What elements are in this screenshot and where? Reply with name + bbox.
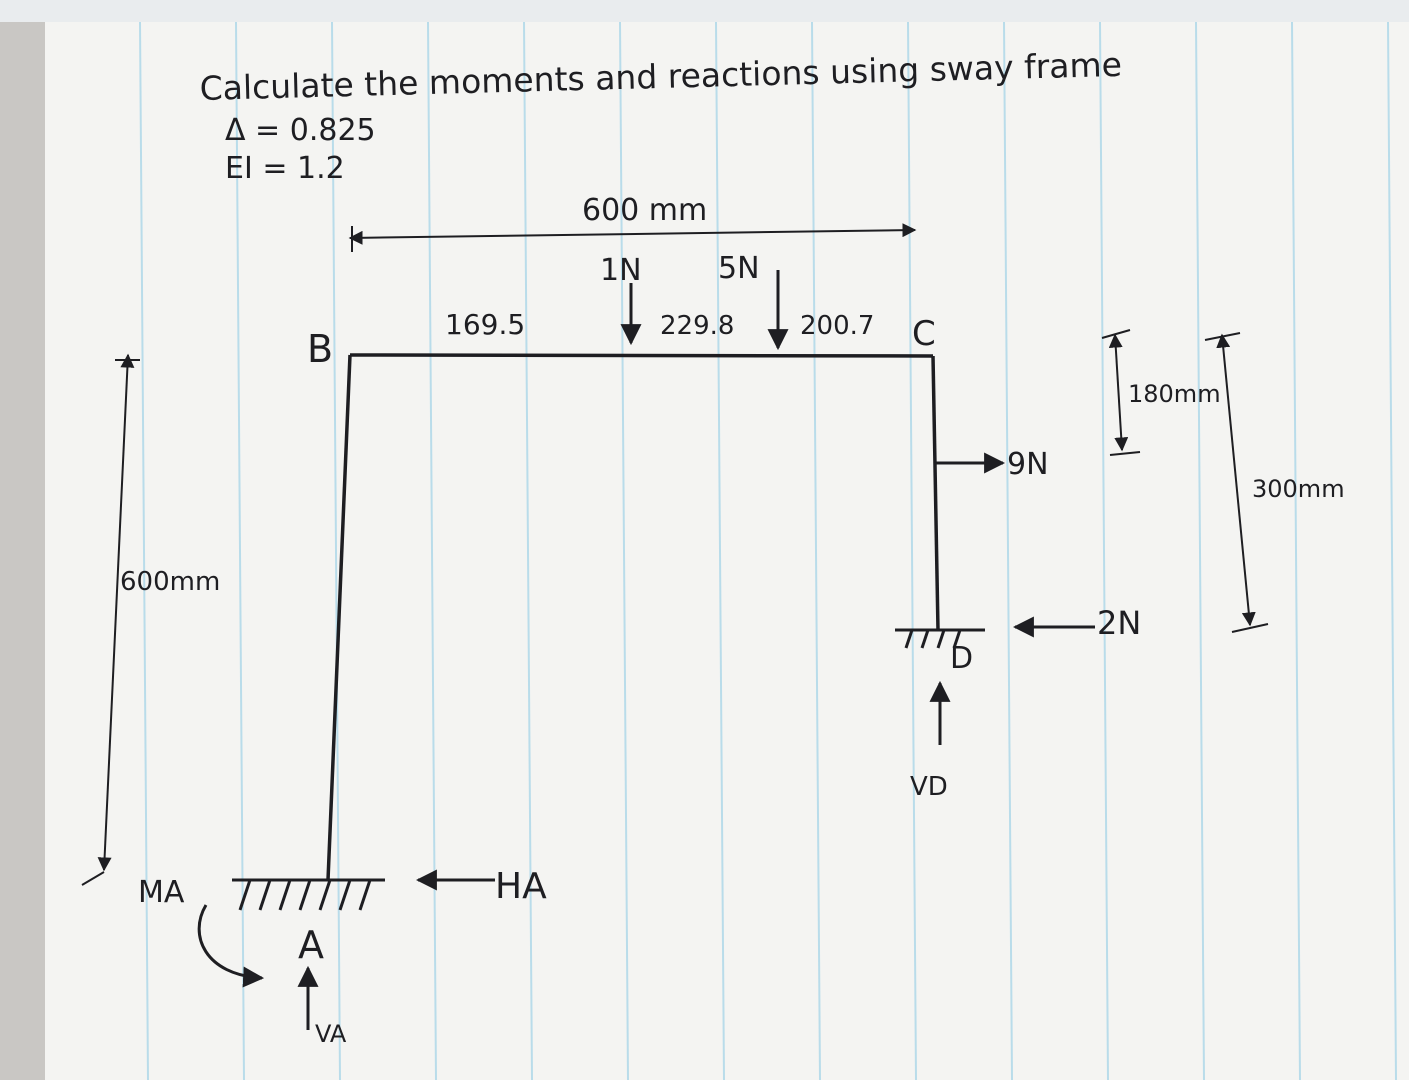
segment-3-length: 200.7: [800, 311, 874, 341]
given-delta: Δ = 0.825: [225, 113, 376, 148]
dim-300-line: [1216, 333, 1256, 627]
rule-line: [715, 21, 725, 1080]
rule-line: [331, 21, 341, 1080]
dim-180-tick-top: [1101, 329, 1131, 339]
rule-line: [1387, 21, 1397, 1080]
reaction-ma-arrow: [197, 904, 265, 988]
span-dimension-line: [348, 223, 917, 245]
dim-180-tick-bottom: [1109, 451, 1141, 456]
dim-300-label: 300mm: [1252, 475, 1345, 503]
rule-line: [619, 21, 629, 1080]
load-2n-label: 2N: [1097, 604, 1141, 642]
rule-line: [907, 21, 917, 1080]
rule-line: [139, 21, 149, 1080]
reaction-ma-label: MA: [138, 875, 185, 910]
fixed-support-a: [232, 878, 385, 911]
segment-1-length: 169.5: [445, 308, 525, 341]
segment-2-length: 229.8: [660, 311, 734, 341]
ma-pointer-tick: [81, 871, 105, 886]
roller-support-d: [895, 628, 985, 649]
span-label: 600 mm: [582, 193, 707, 228]
load-9n-label: 9N: [1007, 447, 1049, 482]
rule-line: [1195, 21, 1205, 1080]
column-height-dimension-line: [97, 353, 135, 872]
column-height-label: 600mm: [120, 567, 220, 597]
beam-bc: [349, 353, 934, 358]
reaction-vd-label: VD: [910, 772, 948, 802]
load-2-label: 5N: [718, 251, 760, 286]
dim-180-line: [1108, 333, 1129, 452]
given-ei: EI = 1.2: [225, 151, 345, 186]
rule-line: [811, 21, 821, 1080]
node-label-a: A: [298, 923, 324, 967]
frame-members: [326, 353, 940, 881]
column-cd: [931, 355, 940, 631]
dim-180-label: 180mm: [1128, 380, 1221, 408]
dim-300-tick-top: [1204, 332, 1241, 341]
notebook-rules: [139, 21, 1397, 1080]
node-label-c: C: [912, 314, 936, 354]
dim-300-tick-bottom: [1231, 623, 1269, 633]
load-1-label: 1N: [600, 253, 642, 288]
rule-line: [1099, 21, 1109, 1080]
node-label-b: B: [307, 327, 333, 371]
reaction-ha-label: HA: [495, 866, 547, 907]
node-label-d: D: [950, 641, 973, 676]
rule-line: [523, 21, 533, 1080]
reaction-va-label: VA: [315, 1020, 347, 1048]
column-ab: [326, 354, 352, 881]
rule-line: [1291, 21, 1301, 1080]
paper-upper-strip: [0, 0, 1409, 22]
rule-line: [1003, 21, 1013, 1080]
paper-sheet: [45, 22, 1409, 1080]
rule-line: [427, 21, 437, 1080]
